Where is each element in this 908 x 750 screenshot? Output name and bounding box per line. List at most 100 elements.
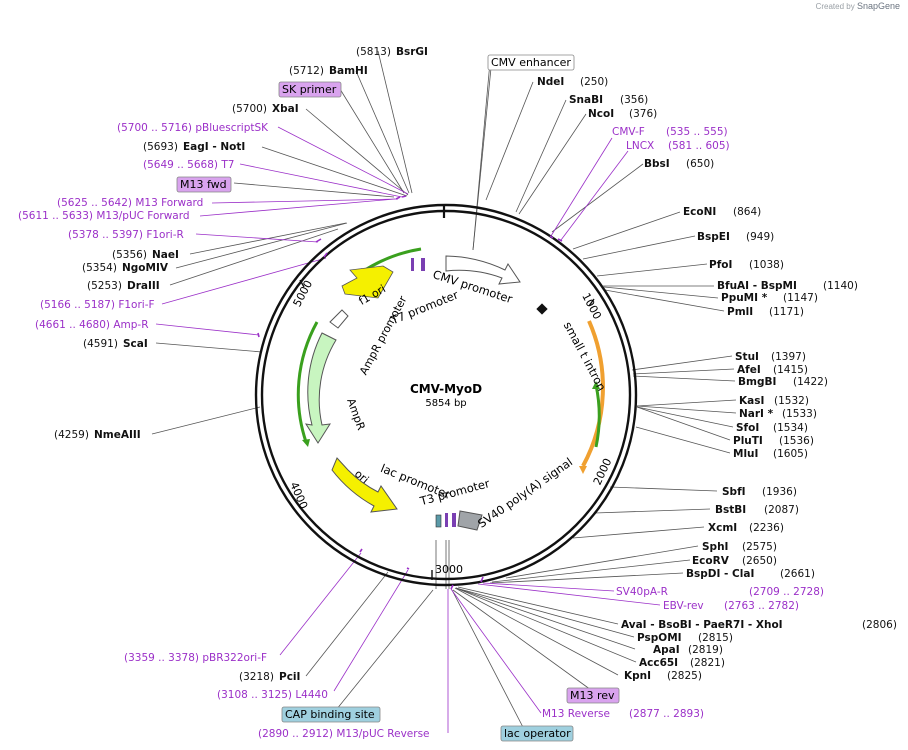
site-pos: (1605) <box>773 448 808 460</box>
sv40-polya-label: SV40 poly(A) signal <box>475 455 575 531</box>
t7-mark-1 <box>411 258 414 271</box>
plasmid-size: 5854 bp <box>425 398 466 409</box>
site-name: ApaI <box>653 644 680 656</box>
site-name: EcoNI <box>683 206 716 218</box>
primer-label: (3108 .. 3125) L4440 <box>217 689 328 701</box>
tick-5000 <box>299 279 305 288</box>
boxed-labels: CMV enhancer SK primer M13 fwd M13 rev C… <box>176 54 620 742</box>
site-name: BbsI <box>644 158 670 170</box>
site-name: BfuAI - BspMI <box>717 280 797 292</box>
tick-label-5000: 5000 <box>291 278 316 309</box>
site-pos: (1415) <box>773 364 808 376</box>
primer-label: (3359 .. 3378) pBR322ori-F <box>124 652 267 664</box>
site-name: SfoI <box>736 422 759 434</box>
site-pos: (5712) <box>289 65 324 77</box>
site-name: EagI - NotI <box>183 141 245 153</box>
left-site-labels: (5813)BsrGI (5712)BamHI (5700)XbaI (5693… <box>54 46 428 683</box>
ori-arrow <box>331 457 398 513</box>
primer-label: (2709 .. 2728) <box>749 586 824 598</box>
primer-label: EBV-rev <box>663 600 704 612</box>
backbone-inner <box>260 209 632 581</box>
site-name: PpuMI * <box>721 292 768 304</box>
site-name: PciI <box>279 671 300 683</box>
site-pos: (5356) <box>112 249 147 261</box>
site-name: EcoRV <box>692 555 730 567</box>
site-name: BspEI <box>697 231 730 243</box>
site-name: SbfI <box>722 486 746 498</box>
m13-rev-box <box>566 687 620 704</box>
site-pos: (650) <box>686 158 714 170</box>
ampr-label: AmpR <box>344 397 368 433</box>
site-name: ScaI <box>123 338 148 350</box>
myod-arc <box>581 320 605 467</box>
site-pos: (2819) <box>688 644 723 656</box>
primer-label: (5649 .. 5668) T7 <box>143 159 234 171</box>
site-pos: (4591) <box>83 338 118 350</box>
site-pos: (2825) <box>667 670 702 682</box>
site-pos: (1140) <box>823 280 858 292</box>
primer-label: (5625 .. 5642) M13 Forward <box>57 197 203 209</box>
site-pos: (356) <box>620 94 648 106</box>
site-name: XcmI <box>708 522 737 534</box>
site-name: BstBI <box>715 504 746 516</box>
site-name: BsrGI <box>396 46 428 58</box>
myod-arc-head <box>579 466 587 474</box>
primer-label: (2763 .. 2782) <box>724 600 799 612</box>
primer-label: (5166 .. 5187) F1ori-F <box>40 299 155 311</box>
green-arc-left <box>296 321 319 443</box>
primer-label: (5378 .. 5397) F1ori-R <box>68 229 184 241</box>
site-pos: (4259) <box>54 429 89 441</box>
sk-primer-label: SK primer <box>282 83 337 96</box>
site-pos: (864) <box>733 206 761 218</box>
t7-mark-2 <box>421 258 425 271</box>
site-name: NaeI <box>152 249 179 261</box>
m13-fwd-box <box>176 176 232 193</box>
primer-label: M13 Reverse <box>542 708 610 720</box>
site-pos: (949) <box>746 231 774 243</box>
site-pos: (1936) <box>762 486 797 498</box>
site-pos: (1038) <box>749 259 784 271</box>
site-pos: (2575) <box>742 541 777 553</box>
primer-label: (2890 .. 2912) M13/pUC Reverse <box>258 728 430 740</box>
site-name: PspOMI <box>637 632 682 644</box>
ampr-arrow <box>304 332 337 444</box>
snapgene-credit: Created by SnapGene <box>816 1 900 11</box>
primer-label: (4661 .. 4680) Amp-R <box>35 319 149 331</box>
site-name: AfeI <box>737 364 761 376</box>
site-pos: (2236) <box>749 522 784 534</box>
site-name: PfoI <box>709 259 732 271</box>
credit-prefix: Created by <box>815 2 855 11</box>
site-pos: (5693) <box>143 141 178 153</box>
site-name: Acc65I <box>639 657 678 669</box>
m13-rev-label: M13 rev <box>570 689 615 702</box>
site-name: NgoMIV <box>122 262 169 274</box>
site-name: NcoI <box>588 108 614 120</box>
site-pos: (1422) <box>793 376 828 388</box>
primer-label: (5700 .. 5716) pBluescriptSK <box>117 122 269 134</box>
site-pos: (5813) <box>356 46 391 58</box>
right-site-labels: NdeI(250) SnaBI(356) NcoI(376) BbsI(650)… <box>537 76 897 682</box>
tick-label-2000: 2000 <box>591 456 615 487</box>
site-name: DraIII <box>127 280 160 292</box>
sk-primer-box <box>278 81 342 98</box>
site-pos: (1397) <box>771 351 806 363</box>
site-pos: (2806) <box>862 619 897 631</box>
primer-label: (535 .. 555) <box>666 126 728 138</box>
site-name: KpnI <box>624 670 651 682</box>
site-name: MluI <box>733 448 758 460</box>
ampr-promoter-arrow <box>329 309 349 329</box>
primer-label: (5611 .. 5633) M13/pUC Forward <box>18 210 190 222</box>
green-arc-right <box>594 384 601 448</box>
site-name: XbaI <box>272 103 299 115</box>
cap-binding-mark <box>435 514 442 528</box>
tick-label-3000: 3000 <box>435 563 463 576</box>
site-name: AvaI - BsoBI - PaeR7I - XhoI <box>621 619 783 631</box>
site-pos: (1533) <box>782 408 817 420</box>
cap-binding-site-label: CAP binding site <box>285 708 375 721</box>
site-pos: (3218) <box>239 671 274 683</box>
primer-label: SV40pA-R <box>616 586 668 598</box>
lac-operator-mark <box>445 513 448 527</box>
small-t-intron-mark <box>536 303 548 315</box>
lac-operator-label: lac operator <box>504 727 571 740</box>
site-pos: (250) <box>580 76 608 88</box>
